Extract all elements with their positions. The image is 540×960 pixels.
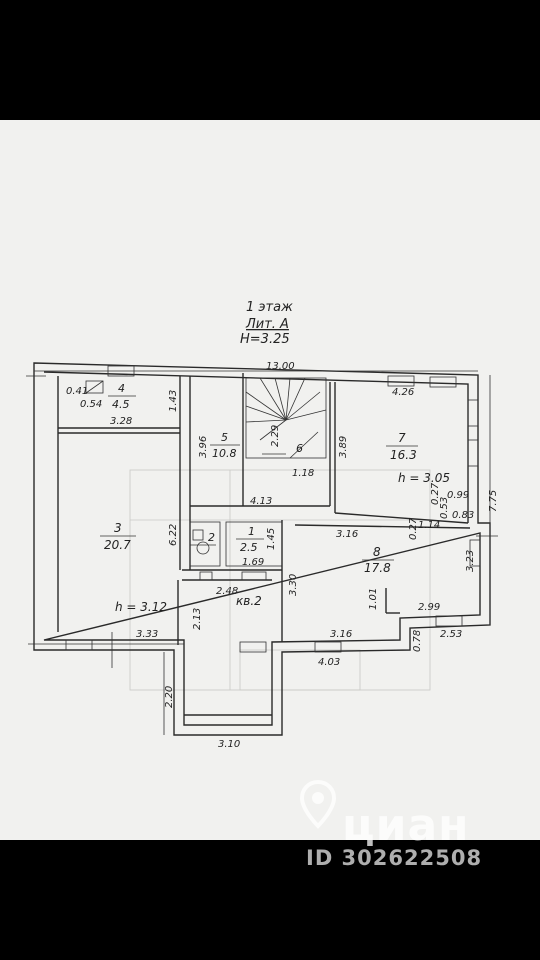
dim-label: 3.28 [110,416,132,427]
dim-label: 1.01 [368,588,379,610]
bathroom-fixtures [190,529,216,555]
room-1-area: 2.5 [240,541,258,554]
dim-label: 3.16 [330,629,352,640]
dim-label: 6.22 [168,524,179,546]
room-5-number: 5 [221,431,228,444]
staircase [245,377,327,459]
litera-label: Лит. А [245,317,289,332]
dim-label: 7.75 [488,490,499,512]
room-4-area: 4.5 [112,398,130,411]
dim-label: 3.23 [465,550,476,572]
dimension-labels: 13.00 4.26 0.41 0.54 1.43 3.28 3.96 2.29… [66,361,499,750]
dim-label: 13.00 [266,361,295,372]
dim-label: 0.78 [412,630,423,652]
room-8-area: 17.8 [364,561,391,575]
room-7-area: 16.3 [390,448,417,462]
dim-label: 2.53 [440,629,462,640]
dim-label: 1.45 [266,528,277,550]
dim-label: 0.27 [408,517,419,540]
dim-label: 3.33 [136,629,158,640]
room-3-number: 3 [114,521,122,535]
apartment-label: кв.2 [236,594,262,608]
paper-sheet [0,120,540,840]
watermark-brand: циан [342,800,470,851]
room-5-area: 10.8 [212,447,237,460]
floor-plan: 1 этаж Лит. А H=3.25 4 4.5 5 10.8 6 7 16… [26,300,499,750]
room-6-number: 6 [296,442,303,455]
dim-label: 3.10 [218,739,240,750]
dim-label: 4.13 [250,496,272,507]
height-right: h = 3.05 [398,471,450,485]
dim-label: 1.18 [292,468,314,479]
height-left: h = 3.12 [115,600,167,614]
dim-label: 0.54 [80,399,102,410]
ceiling-height: H=3.25 [240,332,290,347]
dim-label: 0.83 [452,510,474,521]
watermark: циан ID 302622508 [300,780,530,880]
background-bleed [129,469,431,691]
dim-label: 4.03 [318,657,340,668]
room-7-number: 7 [398,431,406,445]
dim-label: 0.99 [447,490,469,501]
dim-label: 2.48 [216,586,238,597]
dim-label: 3.30 [288,574,299,596]
dim-label: 2.13 [192,608,203,630]
room-3-area: 20.7 [104,538,131,552]
plan-header: 1 этаж Лит. А H=3.25 [240,300,293,347]
watermark-id: ID 302622508 [306,846,483,870]
floor-title: 1 этаж [246,300,293,315]
dim-label: 3.96 [198,436,209,458]
room-8-number: 8 [373,545,381,559]
room-4-number: 4 [118,382,125,395]
room-2-number: 2 [208,531,215,544]
dim-label: 1.14 [418,520,440,531]
inner-walls [57,373,471,716]
windows [65,365,481,653]
dim-label: 1.69 [242,557,264,568]
dim-label: 2.20 [164,686,175,708]
room-1-number: 1 [248,525,255,538]
outer-walls [33,362,491,736]
dimension-lines [26,370,498,735]
dim-label: 2.99 [418,602,440,613]
dim-label: 0.27 [430,482,441,505]
dim-label: 0.41 [66,386,88,397]
location-pin-icon [300,780,336,829]
room-labels: 4 4.5 5 10.8 6 7 16.3 3 20.7 1 2.5 2 8 1… [100,382,450,614]
dim-label: 1.43 [168,390,179,412]
dim-label: 3.89 [338,436,349,458]
dim-label: 0.53 [439,497,450,519]
dim-label: 2.29 [270,425,281,447]
dim-label: 4.26 [392,387,414,398]
dim-label: 3.16 [336,529,358,540]
